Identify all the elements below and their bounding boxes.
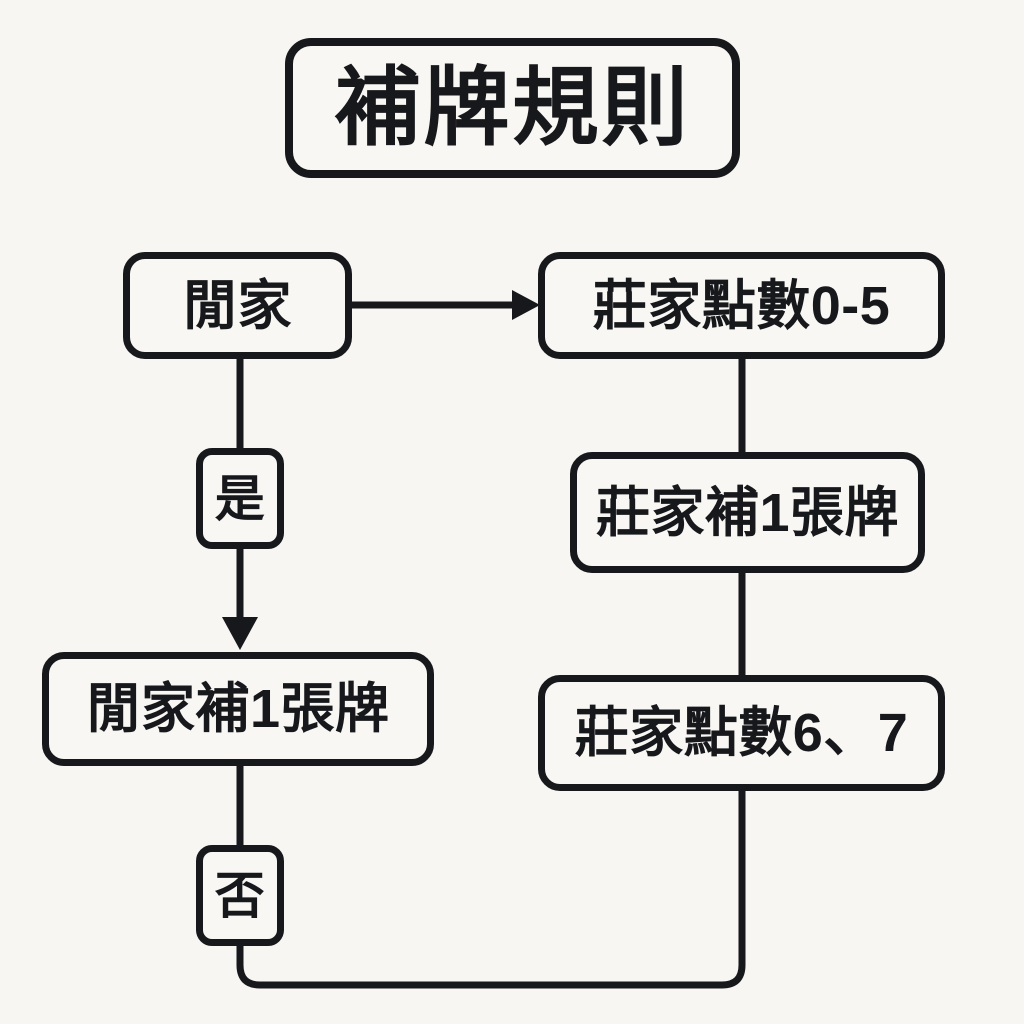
edge-player-to-banker05 [352, 290, 540, 320]
node-player[interactable]: 閒家 [123, 252, 352, 359]
node-player-draw-one-card[interactable]: 閒家補1張牌 [42, 652, 434, 766]
node-banker-points-6-7[interactable]: 莊家點數6、7 [538, 675, 945, 791]
edge-no-to-banker67 [236, 791, 746, 989]
edge-yes-to-playerdraw [222, 548, 258, 650]
edge-label-no: 否 [196, 845, 284, 946]
node-banker-points-0-5[interactable]: 莊家點數0-5 [538, 252, 945, 359]
edge-label-yes: 是 [196, 448, 284, 549]
page-title: 補牌規則 [285, 38, 740, 178]
node-banker-draw-one-card[interactable]: 莊家補1張牌 [570, 452, 925, 573]
